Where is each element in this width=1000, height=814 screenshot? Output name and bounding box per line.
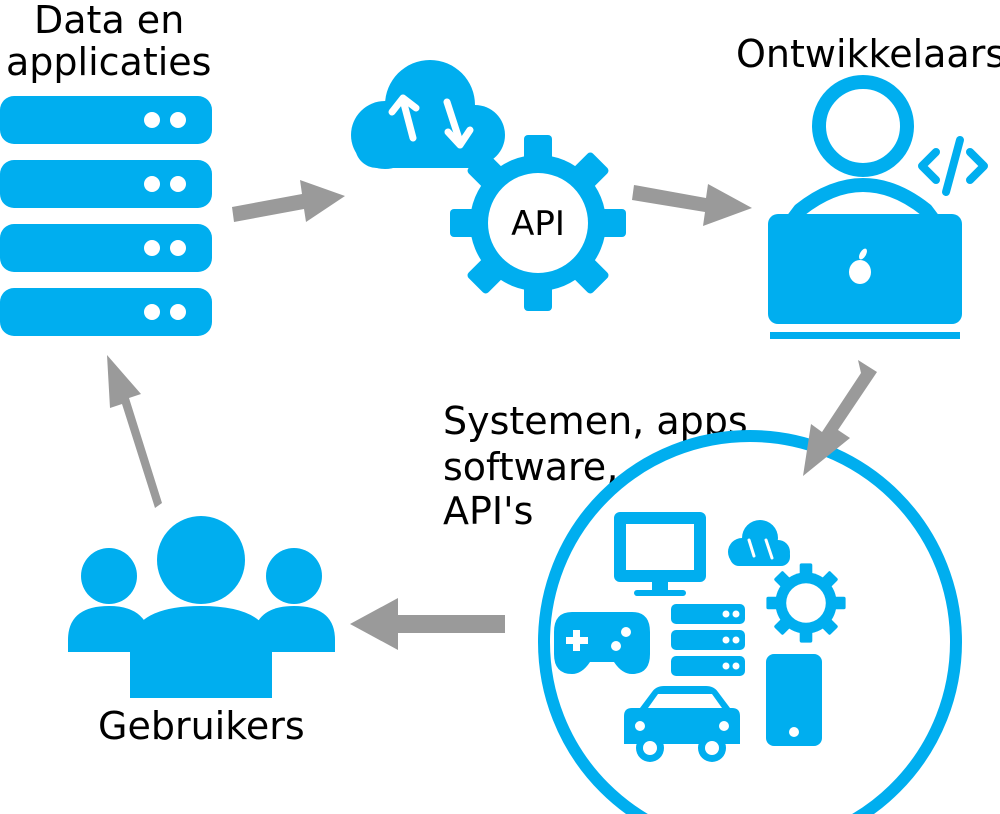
server-unit (0, 96, 212, 144)
cloud-gear-small-icon (728, 520, 846, 643)
server-stack-icon (0, 96, 212, 336)
user-body (255, 606, 335, 652)
user-head-icon (81, 548, 137, 604)
transfer-arrows-icon (388, 94, 474, 149)
code-tag-icon (918, 136, 988, 196)
cloud-icon (351, 60, 505, 169)
smartphone-icon (766, 654, 822, 746)
developer-laptop-icon (768, 75, 988, 339)
car-icon (624, 686, 740, 762)
users-group-icon (68, 516, 335, 698)
arrow-developers-to-systems (803, 360, 877, 476)
monitor-icon (614, 512, 706, 596)
server-unit (0, 288, 212, 336)
arrow-api-to-developers (632, 184, 752, 226)
server-unit (0, 224, 212, 272)
user-body (68, 606, 148, 652)
person-shoulders (784, 178, 942, 229)
systems-label-line1: Systemen, apps (443, 399, 748, 443)
server-small-icon (671, 604, 745, 676)
gear-icon (450, 135, 626, 311)
developers-label: Ontwikkelaars (736, 32, 1000, 76)
person-head-icon (812, 75, 914, 177)
systems-circle-icon (538, 430, 962, 814)
flow-arrows (107, 180, 877, 650)
user-head-icon (266, 548, 322, 604)
laptop-base (770, 332, 960, 339)
systems-label-line2: software, (443, 445, 619, 489)
user-body (130, 606, 272, 698)
gamepad-icon (554, 612, 650, 674)
arrow-systems-to-users (350, 598, 505, 650)
api-label: API (511, 204, 565, 244)
systems-label-line3: API's (443, 489, 534, 533)
arrow-users-to-data (107, 355, 162, 508)
cloud-gear-icon: API (351, 60, 626, 311)
server-unit (0, 160, 212, 208)
apple-logo-icon (849, 248, 871, 284)
user-head-icon (157, 516, 245, 604)
users-label: Gebruikers (98, 704, 305, 748)
systems-circle (538, 430, 962, 814)
data-label-line1: Data en (34, 0, 185, 42)
arrow-data-to-api (232, 180, 345, 222)
data-label-line2: applicaties (6, 40, 212, 84)
